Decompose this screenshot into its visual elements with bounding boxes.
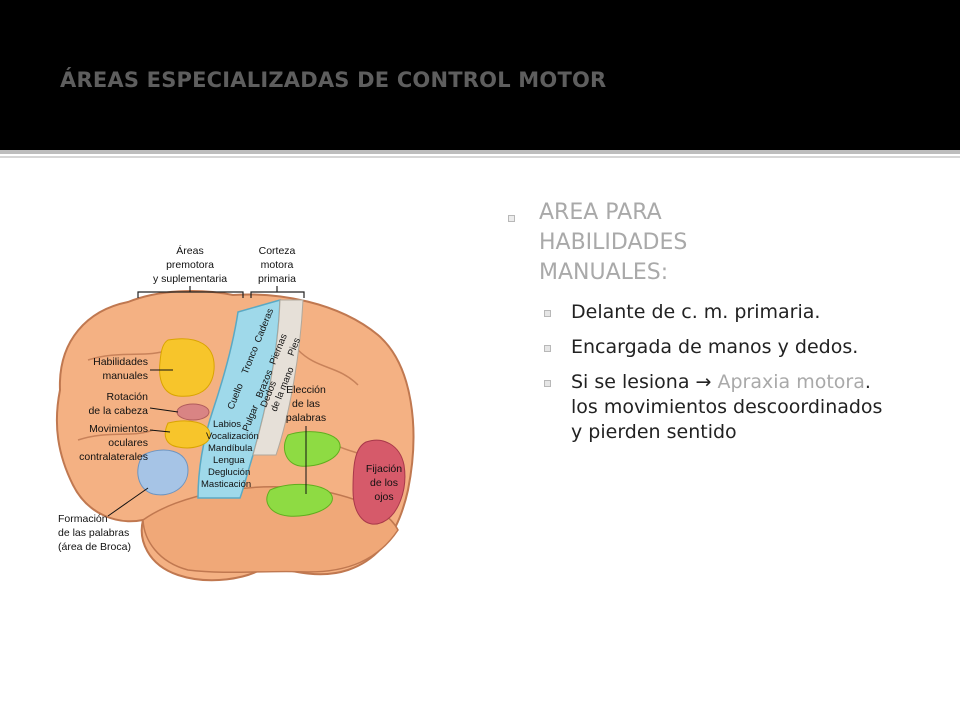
head-label-2: de la cabeza xyxy=(88,405,148,417)
broca-label-1: Formación xyxy=(58,513,108,525)
eyes-label-1: Movimientos xyxy=(89,423,148,435)
title-rule xyxy=(0,150,960,154)
head-rotation-area xyxy=(176,403,210,421)
sub-bullet-text: Si se lesiona → Apraxia motora. los movi… xyxy=(571,370,891,445)
lesion-text: Si se lesiona xyxy=(571,371,696,393)
content-panel: AREA PARA HABILIDADES MANUALES: Delante … xyxy=(505,198,925,455)
eye-fixation-label-2: de los xyxy=(370,477,398,489)
word-choice-label-3: palabras xyxy=(286,412,326,424)
lower-label-lips: Labios xyxy=(213,419,241,430)
motor-label-1: Corteza xyxy=(259,245,296,257)
sub-bullet-item: Si se lesiona → Apraxia motora. los movi… xyxy=(541,370,925,445)
title-rule-thin xyxy=(0,156,960,158)
brain-diagram: Áreas premotora y suplementaria Corteza … xyxy=(55,244,415,582)
premotor-label-3: y suplementaria xyxy=(153,273,227,285)
word-choice-label-1: Elección xyxy=(286,384,326,396)
square-bullet-icon xyxy=(508,215,515,222)
eye-fixation-area xyxy=(352,439,406,525)
sulcus-line xyxy=(297,349,359,386)
head-connector xyxy=(149,407,179,413)
sulcus-line xyxy=(77,429,154,441)
sub-bullet-text: Delante de c. m. primaria. xyxy=(571,301,821,323)
broca-connector xyxy=(107,487,149,517)
lower-label-jaw: Mandíbula xyxy=(208,443,253,454)
head-label-1: Rotación xyxy=(107,391,149,403)
sensory-strip xyxy=(252,299,304,456)
eyes-label-2: oculares xyxy=(108,437,148,449)
arrow-right-icon: → xyxy=(695,371,712,393)
square-bullet-icon xyxy=(544,310,551,317)
word-choice-label-2: de las xyxy=(292,398,320,410)
manual-skills-area xyxy=(159,338,215,397)
sub-bullet-text: Encargada de manos y dedos. xyxy=(571,336,859,358)
main-bullet: AREA PARA HABILIDADES MANUALES: xyxy=(505,198,925,288)
broca-area xyxy=(137,449,189,496)
premotor-bracket xyxy=(137,286,244,298)
motor-label-2: motora xyxy=(261,259,294,271)
title-bar: ÁREAS ESPECIALIZADAS DE CONTROL MOTOR xyxy=(0,0,960,150)
sub-bullet-item: Delante de c. m. primaria. xyxy=(541,300,925,325)
manual-label-1: Habilidades xyxy=(93,356,148,368)
premotor-label-1: Áreas xyxy=(176,244,203,257)
lower-label-vocalization: Vocalización xyxy=(206,431,259,442)
temporal-lobe xyxy=(142,486,399,574)
eye-fixation-label-3: ojos xyxy=(374,491,393,503)
eyes-label-3: contralaterales xyxy=(79,451,148,463)
sub-bullet-item: Encargada de manos y dedos. xyxy=(541,335,925,360)
sub-bullet-list: Delante de c. m. primaria. Encargada de … xyxy=(541,300,925,445)
broca-label-3: (área de Broca) xyxy=(58,541,131,553)
eye-fixation-label-1: Fijación xyxy=(366,463,402,475)
eyes-connector xyxy=(149,429,171,433)
square-bullet-icon xyxy=(544,380,551,387)
word-selection-area xyxy=(284,431,341,467)
manual-label-2: manuales xyxy=(102,370,148,382)
lower-label-chewing: Masticación xyxy=(201,479,251,490)
word-selection-area-lower xyxy=(266,483,333,517)
lower-label-tongue: Lengua xyxy=(213,455,245,466)
square-bullet-icon xyxy=(544,345,551,352)
motor-bracket xyxy=(250,286,305,298)
main-bullet-text: AREA PARA HABILIDADES MANUALES: xyxy=(539,200,688,285)
premotor-label-2: premotora xyxy=(166,259,214,271)
eye-movement-area xyxy=(164,420,211,449)
brain-figure: Áreas premotora y suplementaria Corteza … xyxy=(48,240,420,585)
slide-title: ÁREAS ESPECIALIZADAS DE CONTROL MOTOR xyxy=(60,68,607,92)
lower-label-swallowing: Deglución xyxy=(208,467,250,478)
apraxia-highlight: Apraxia motora xyxy=(711,371,865,393)
lesion-consequence-text: . los movimientos descoordinados y pierd… xyxy=(571,371,883,443)
motor-label-3: primaria xyxy=(258,273,296,285)
broca-label-2: de las palabras xyxy=(58,527,129,539)
